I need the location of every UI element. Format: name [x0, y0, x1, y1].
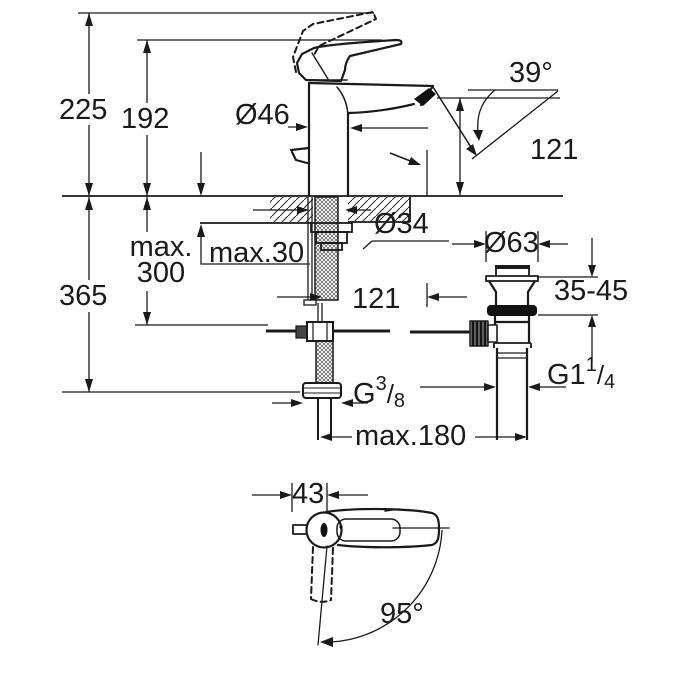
drain-body-lower: [493, 316, 531, 343]
spout-underside: [346, 102, 416, 115]
waste-thread-slash: /: [596, 360, 605, 390]
waste-thread-numerator: 1: [585, 354, 597, 376]
aerator: [414, 88, 436, 106]
threaded-shank: [314, 196, 339, 301]
dim-label-deck-thickness: max.30: [209, 237, 305, 269]
plug-cap-sides: [495, 268, 530, 276]
handle-inner-line: [336, 518, 401, 542]
dim-label-max-rod-depth: max. 300: [126, 231, 196, 289]
drain-flange: [485, 275, 539, 282]
side-hook: [289, 146, 311, 165]
supply-thread-denominator: 8: [393, 390, 406, 412]
dim-label-spout-height: 121: [530, 134, 579, 166]
handle-centerline-rotated: [317, 545, 328, 646]
handle-top-tick: [384, 508, 400, 512]
dim-label-supply-thread: G3/8: [353, 374, 405, 411]
dim-label-body-diameter: Ø46: [235, 99, 290, 131]
rod-junction-lines: [312, 323, 328, 340]
waste-thread-denominator: 4: [604, 371, 616, 393]
front-view-faucet: [289, 11, 436, 198]
supply-thread-slash: /: [386, 379, 394, 409]
rubber-gasket: [487, 305, 537, 316]
rod-junction: [306, 321, 334, 342]
dim-label-flange-diameter: Ø63: [484, 227, 539, 259]
supply-nut: [302, 382, 342, 399]
tailpipe-seams: [497, 352, 527, 359]
raised-lever-dashed: [292, 11, 377, 73]
mounting-step: [320, 242, 343, 251]
body-inner-fillet: [336, 86, 349, 119]
adjuster-stem: [487, 324, 498, 343]
body-top-circle: [305, 511, 343, 549]
dim-label-handle-swing: 95°: [380, 598, 424, 630]
lever-dot: [339, 525, 343, 529]
tailpipe-step: [493, 342, 532, 348]
supply-thread-numerator: 3: [375, 373, 387, 395]
lever-facet-line: [311, 52, 329, 80]
supply-nut-ridges: [304, 387, 340, 394]
drain-body-upper: [488, 280, 536, 305]
dimension-lines: [62, 12, 598, 643]
faucet-body-outline: [307, 81, 350, 198]
supply-hose: [315, 340, 334, 384]
dim-label-body-width: 43: [292, 478, 325, 510]
dim-label-waste-thread: G11/4: [547, 355, 615, 392]
dimension-arrowheads: [85, 13, 596, 647]
lever-slot: [320, 523, 328, 537]
faucet-top-line: [307, 81, 435, 88]
tailpipe: [495, 348, 529, 440]
top-view-faucet: [292, 507, 450, 646]
dim-label-hole-diameter: Ø34: [374, 208, 429, 240]
pull-rod: [307, 197, 313, 300]
rod-link: [317, 303, 323, 322]
dim-label-total-height: 225: [59, 94, 108, 126]
spout-stub: [292, 524, 308, 535]
dim-label-spout-angle: 39°: [509, 57, 553, 89]
knurled-adjuster: [469, 320, 489, 347]
dim-label-clamping-range: 35-45: [554, 275, 629, 307]
lever-handle: [295, 38, 403, 83]
rod-clamp: [295, 325, 308, 339]
waste-thread-prefix: G1: [547, 359, 586, 391]
dim-label-below-deck: 365: [59, 280, 108, 312]
under-deck-hardware: [266, 196, 471, 440]
dim-label-max-rod-depth-line1: max.: [129, 231, 193, 263]
deck-underside-right: [348, 197, 411, 223]
supply-thread-prefix: G: [353, 378, 376, 410]
dim-label-spout-projection: 121: [352, 283, 401, 315]
dim-label-height-rest: 192: [121, 103, 170, 135]
drain-assembly: [469, 265, 539, 440]
handle-rotated-dashed: [310, 546, 334, 603]
dim-label-max-rod-spacing: max.180: [355, 420, 467, 452]
dim-label-max-rod-depth-line2: 300: [136, 257, 186, 289]
supply-pipe: [317, 398, 332, 440]
